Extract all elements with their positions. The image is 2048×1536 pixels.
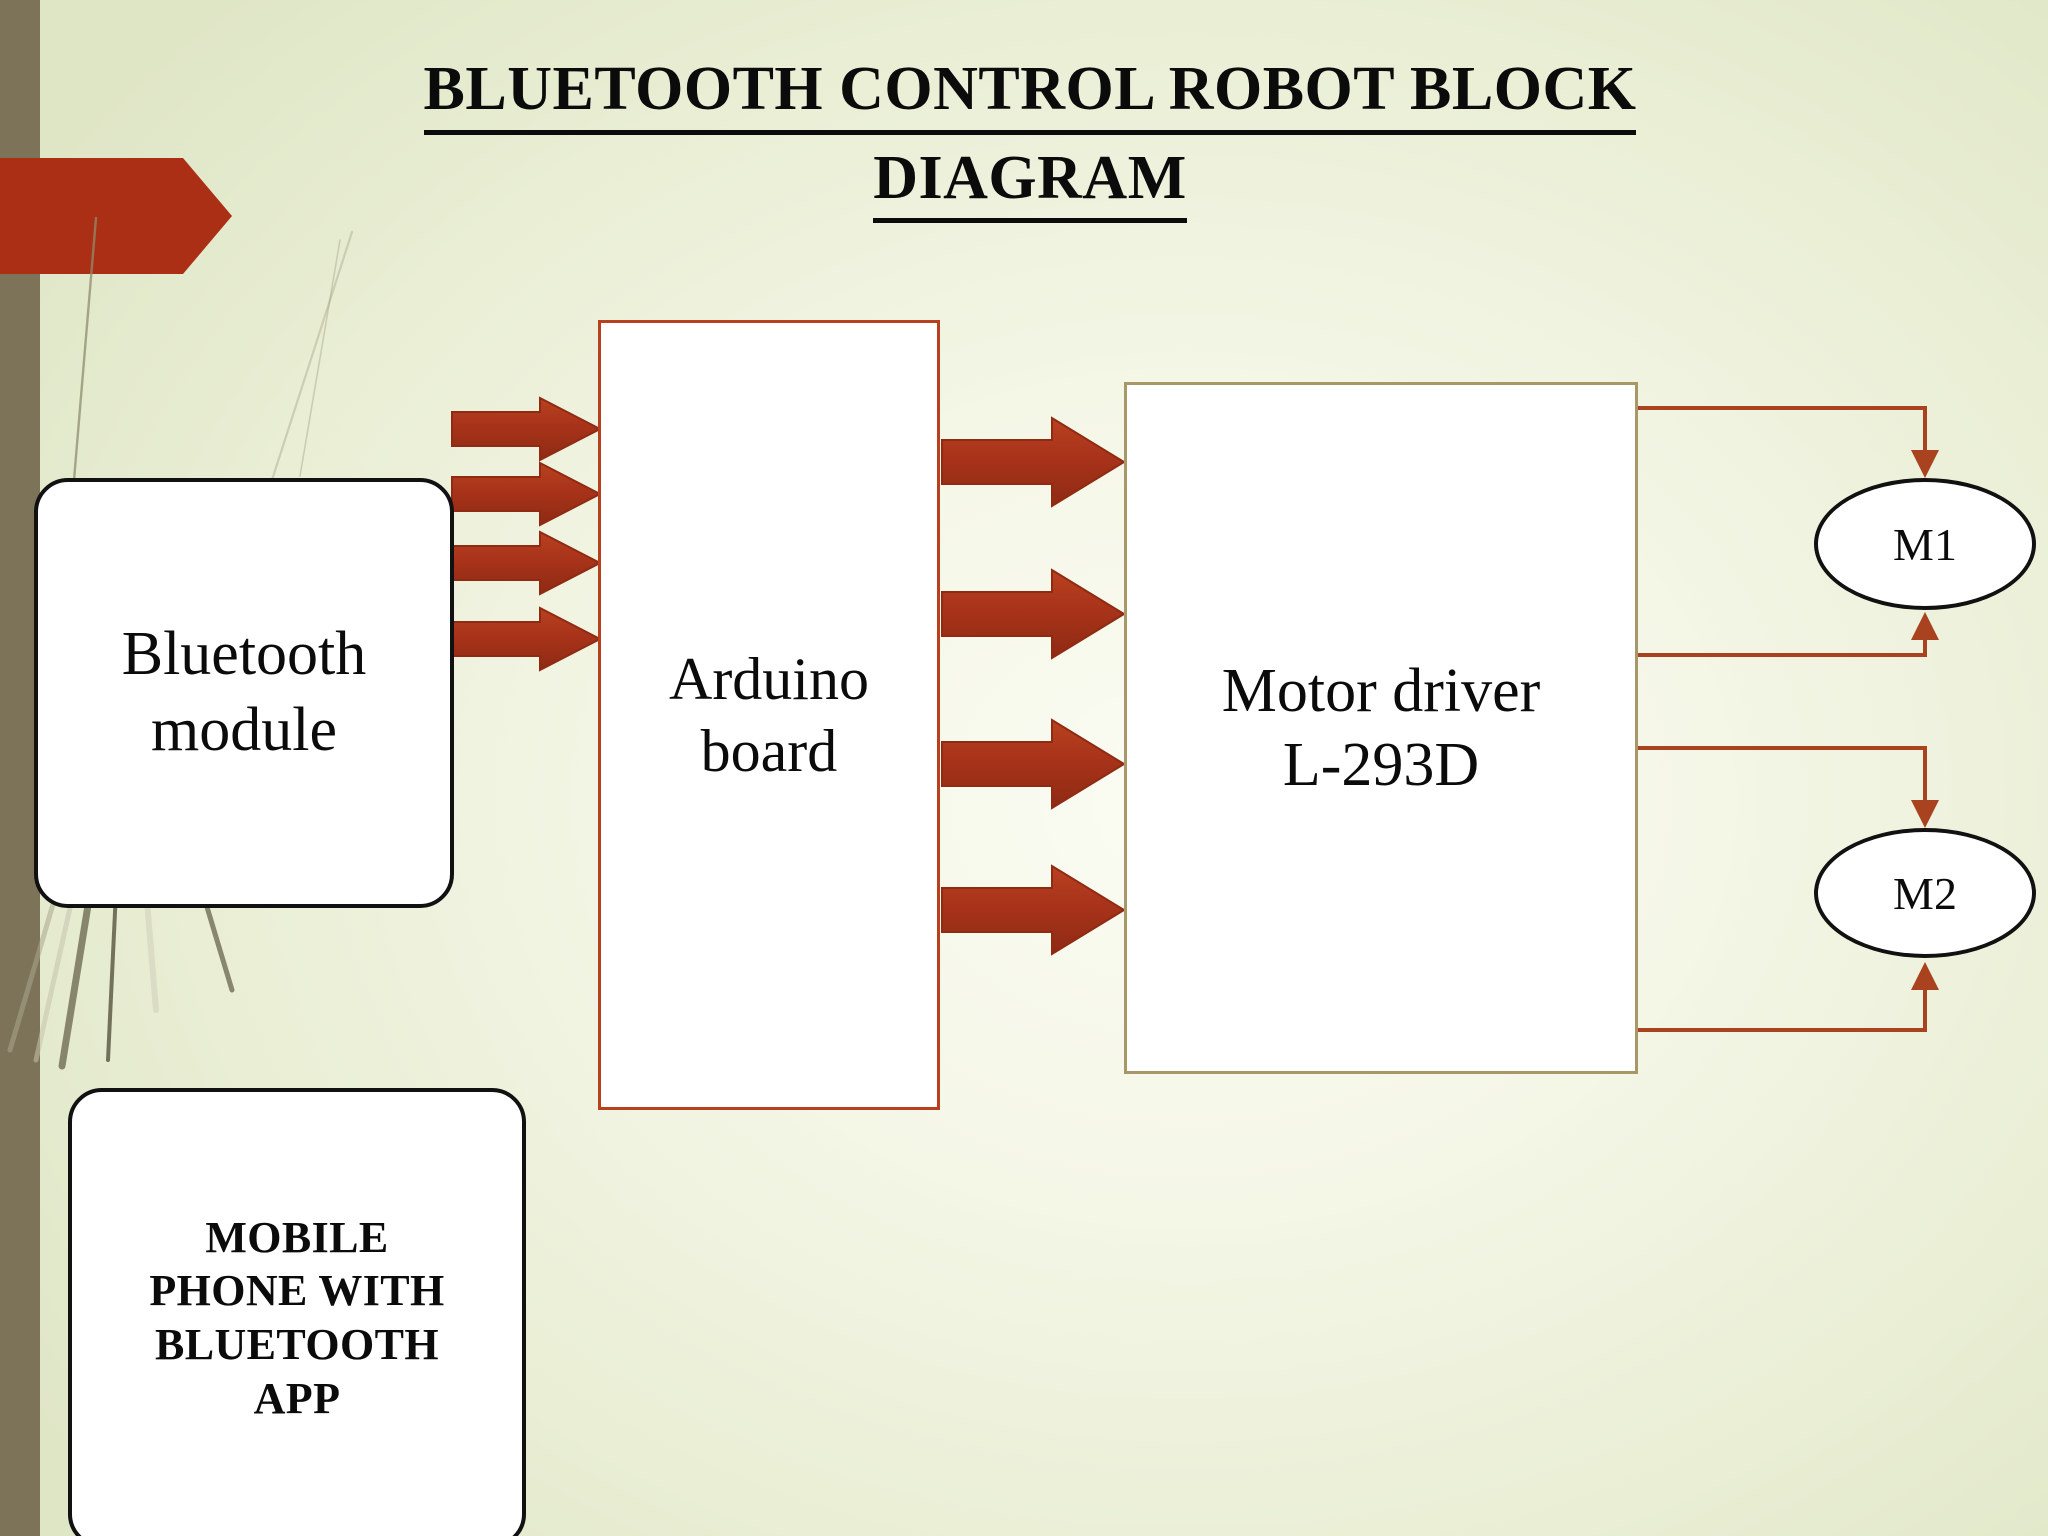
red-banner-shape [0, 158, 232, 274]
m1-label: M1 [1893, 518, 1957, 570]
bluetooth-label-line1: Bluetooth [121, 620, 367, 689]
arrowhead-m2-top [1911, 800, 1939, 828]
node-arduino-board[interactable]: Arduino board [598, 320, 940, 1110]
phone-label-line3: BLUETOOTH [154, 1320, 439, 1369]
bluetooth-label-line2: module [151, 696, 337, 764]
edge-motordriver-to-m2-top [1638, 746, 1927, 802]
motordriver-label-line2: L-293D [1282, 731, 1480, 799]
phone-label-line4: APP [253, 1373, 341, 1423]
node-motor-driver[interactable]: Motor driver L-293D [1124, 382, 1638, 1074]
node-motor-m2[interactable]: M2 [1814, 828, 2036, 958]
phone-label-line1: MOBILE [205, 1212, 389, 1262]
motordriver-label-line1: Motor driver [1221, 656, 1541, 725]
node-motor-m1[interactable]: M1 [1814, 478, 2036, 610]
edge-arduino-to-motordriver [941, 416, 1126, 956]
arduino-label-line1: Arduino [669, 646, 869, 712]
edge-motordriver-to-m2-bottom [1638, 988, 1927, 1032]
arrowhead-m2-bottom [1911, 962, 1939, 990]
title-line-2: DIAGRAM [873, 141, 1187, 224]
edge-bluetooth-to-arduino [451, 396, 603, 672]
node-mobile-phone[interactable]: MOBILE PHONE WITH BLUETOOTH APP [68, 1088, 526, 1536]
page-title: BLUETOOTH CONTROL ROBOT BLOCK DIAGRAM [230, 52, 1830, 224]
node-bluetooth-module[interactable]: Bluetooth module [34, 478, 454, 908]
arduino-label-line2: board [700, 718, 838, 784]
title-line-1: BLUETOOTH CONTROL ROBOT BLOCK [423, 52, 1637, 135]
m2-label: M2 [1893, 867, 1957, 919]
phone-label-line2: PHONE WITH [149, 1266, 445, 1316]
edge-motordriver-to-m1-bottom [1638, 638, 1927, 657]
edge-motordriver-to-m1-top [1638, 406, 1927, 452]
arrowhead-m1-bottom [1911, 612, 1939, 640]
arrowhead-m1-top [1911, 450, 1939, 478]
